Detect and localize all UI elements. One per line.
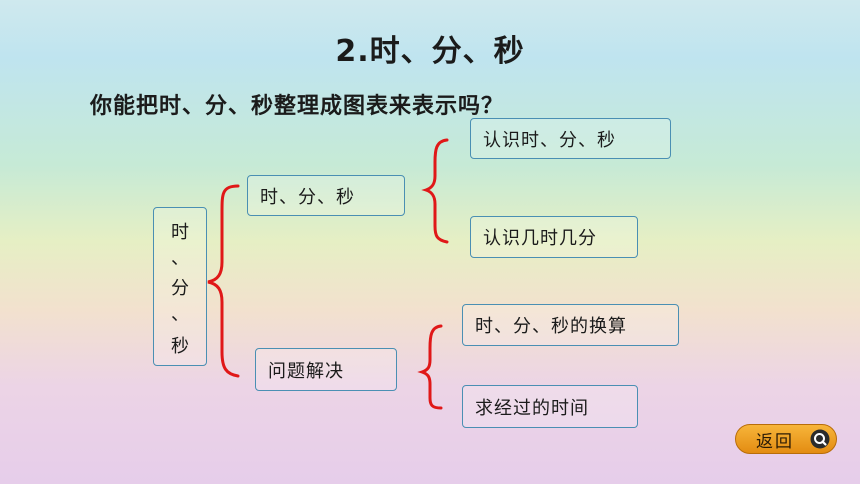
leaf-node-elapsed-time: 求经过的时间 <box>462 385 638 428</box>
question-text: 你能把时、分、秒整理成图表来表示吗？ <box>90 94 505 119</box>
back-button[interactable]: 返回 <box>735 424 837 454</box>
leaf-node-recognize-units: 认识时、分、秒 <box>470 118 671 159</box>
page-title: 2.时、分、秒 <box>335 34 525 69</box>
root-node: 时 、 分 、 秒 <box>153 207 207 366</box>
root-char: 、 <box>171 248 189 269</box>
search-icon <box>810 429 830 449</box>
leaf-node-read-time: 认识几时几分 <box>470 216 638 258</box>
back-button-label: 返回 <box>756 431 794 452</box>
root-char: 、 <box>171 304 189 325</box>
root-bracket <box>207 184 240 378</box>
branch-node-problem-solving: 问题解决 <box>255 348 397 391</box>
root-char: 分 <box>171 278 189 299</box>
branch-node-time-units: 时、分、秒 <box>247 175 405 216</box>
upper-bracket <box>421 138 449 244</box>
leaf-node-conversion: 时、分、秒的换算 <box>462 304 679 346</box>
root-char: 时 <box>171 222 189 243</box>
root-char: 秒 <box>171 336 189 357</box>
lower-bracket <box>417 324 443 410</box>
